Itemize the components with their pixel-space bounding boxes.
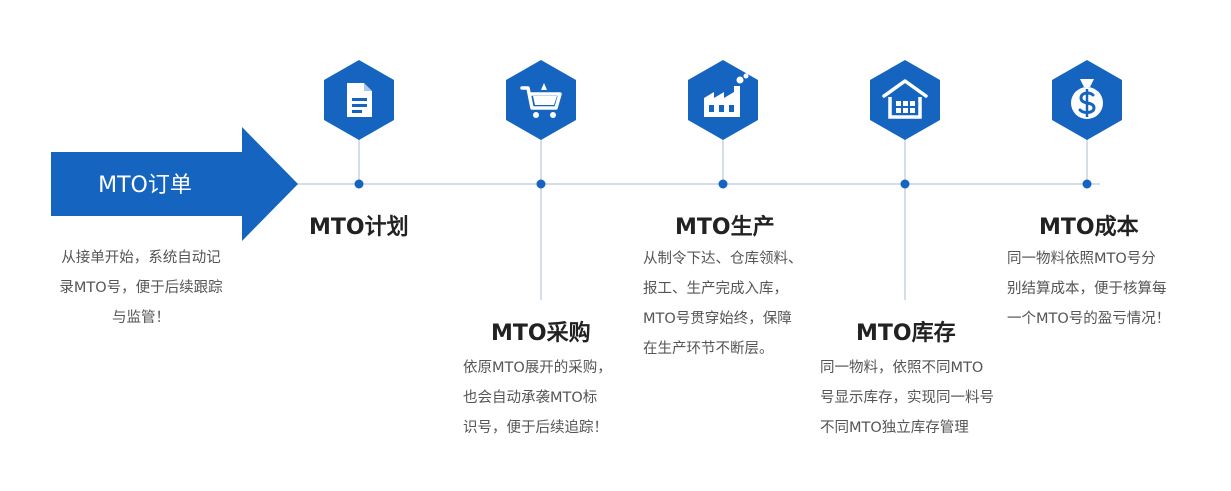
step-desc-inventory: 同一物料，依照不同MTO 号显示库存，实现同一料号 不同MTO独立库存管理 bbox=[820, 353, 994, 443]
desc-line: 识号，便于后续追踪！ bbox=[463, 420, 608, 436]
money-bag-icon bbox=[1052, 60, 1122, 140]
step-title-cost: MTO成本 bbox=[1039, 215, 1139, 240]
step-desc-purchase: 依原MTO展开的采购， 也会自动承袭MTO标 识号，便于后续追踪！ bbox=[463, 353, 612, 443]
desc-line: 同一物料，依照不同MTO bbox=[820, 360, 984, 376]
desc-line: 别结算成本，便于核算每 bbox=[1007, 281, 1167, 297]
timeline-dot-2 bbox=[536, 179, 546, 189]
desc-line: 同一物料依照MTO号分 bbox=[1007, 251, 1156, 267]
desc-line: 报工、生产完成入库， bbox=[643, 281, 788, 297]
desc-line: 也会自动承袭MTO标 bbox=[463, 390, 598, 406]
factory-icon bbox=[688, 60, 758, 140]
start-description: 从接单开始，系统自动记 录MTO号，便于后续跟踪 与监管！ bbox=[46, 243, 236, 333]
desc-line: 号显示库存，实现同一料号 bbox=[820, 390, 994, 406]
desc-line: 从制令下达、仓库领料、 bbox=[643, 251, 803, 267]
step-desc-cost: 同一物料依照MTO号分 别结算成本，便于核算每 一个MTO号的盈亏情况！ bbox=[1007, 244, 1170, 334]
desc-line: 一个MTO号的盈亏情况！ bbox=[1007, 311, 1171, 327]
timeline-dot-4 bbox=[900, 179, 910, 189]
timeline-dot-3 bbox=[718, 179, 728, 189]
start-arrow bbox=[51, 127, 298, 241]
start-desc-line: 录MTO号，便于后续跟踪 bbox=[59, 280, 223, 296]
desc-line: 依原MTO展开的采购， bbox=[463, 360, 612, 376]
start-arrow-label: MTO订单 bbox=[98, 173, 192, 198]
desc-line: MTO号贯穿始终，保障 bbox=[643, 311, 792, 327]
timeline-dot-1 bbox=[354, 179, 364, 189]
step-title-production: MTO生产 bbox=[675, 215, 775, 240]
warehouse-icon bbox=[870, 60, 940, 140]
step-desc-production: 从制令下达、仓库领料、 报工、生产完成入库， MTO号贯穿始终，保障 在生产环节… bbox=[643, 244, 803, 364]
start-desc-line: 与监管！ bbox=[112, 310, 170, 326]
step-title-inventory: MTO库存 bbox=[856, 321, 956, 346]
desc-line: 在生产环节不断层。 bbox=[643, 341, 774, 357]
step-title-plan: MTO计划 bbox=[309, 215, 409, 240]
start-desc-line: 从接单开始，系统自动记 bbox=[61, 250, 221, 266]
timeline-dot-5 bbox=[1082, 179, 1092, 189]
step-title-purchase: MTO采购 bbox=[491, 321, 591, 346]
shopping-cart-icon bbox=[506, 60, 576, 140]
document-icon bbox=[324, 60, 394, 140]
desc-line: 不同MTO独立库存管理 bbox=[820, 420, 969, 436]
